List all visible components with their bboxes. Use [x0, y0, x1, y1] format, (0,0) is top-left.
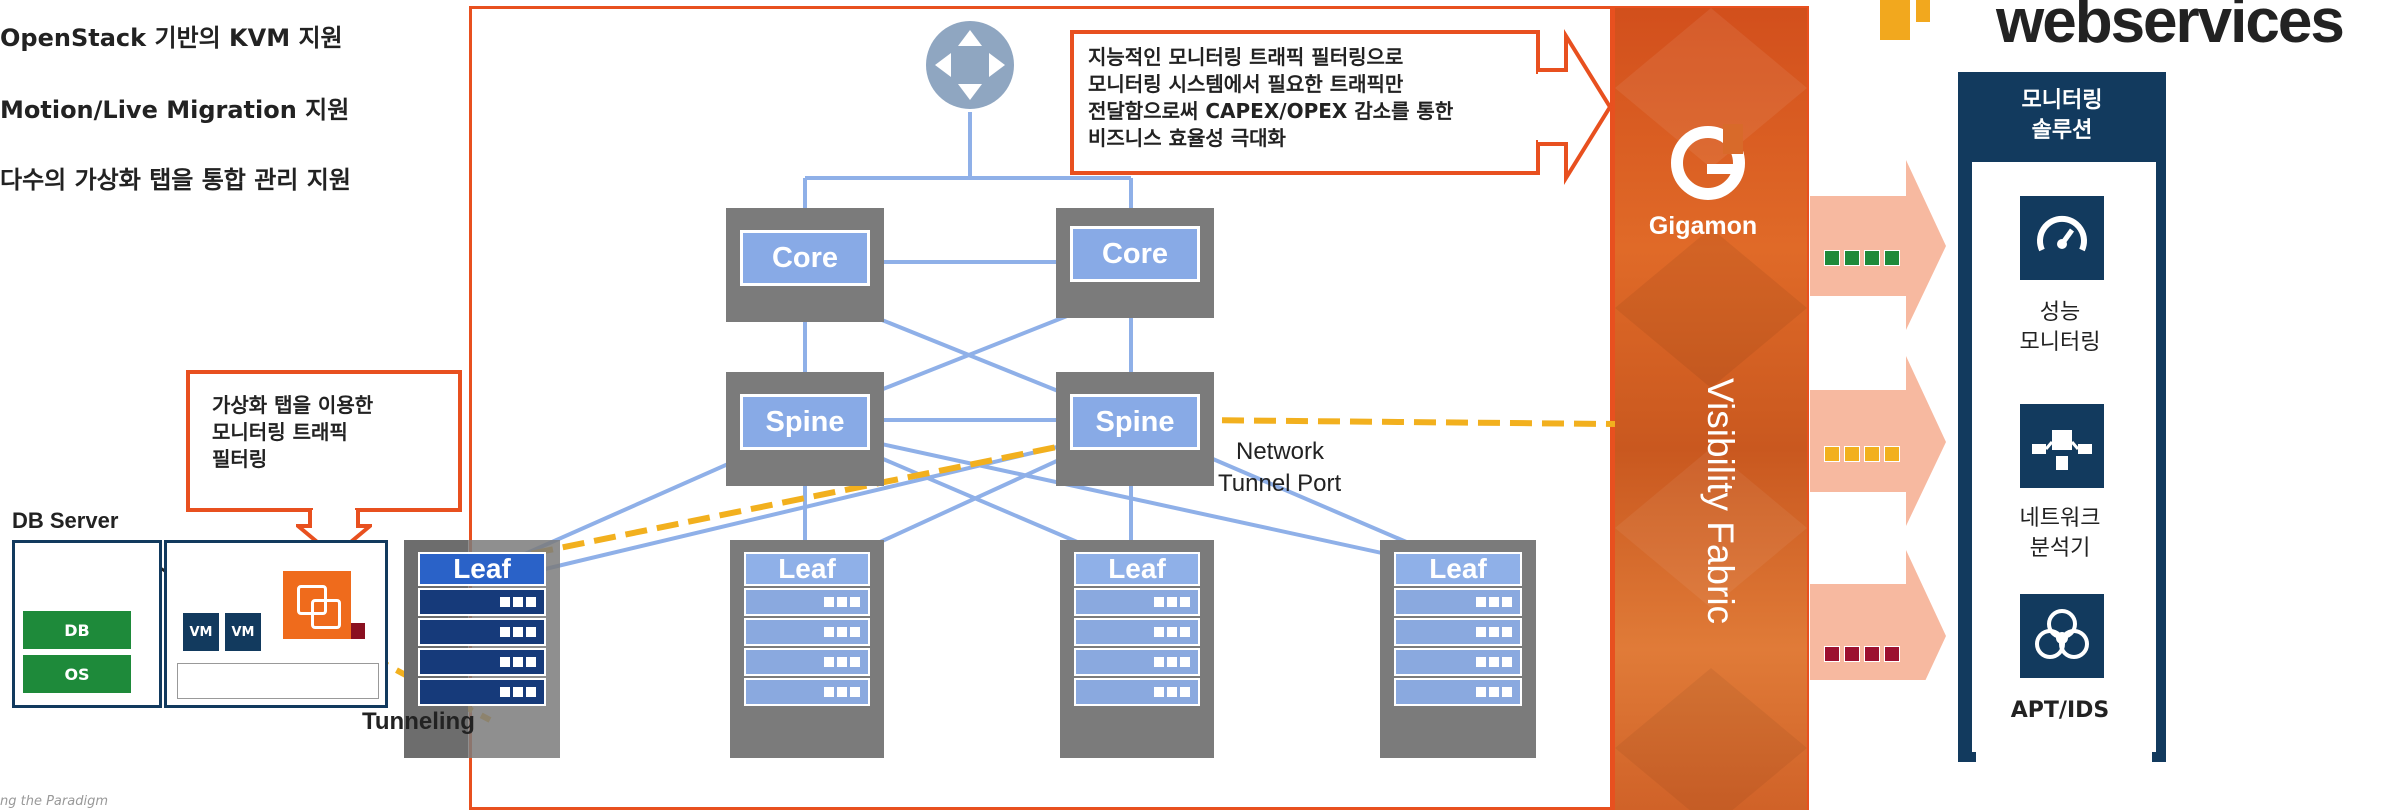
spine-label: Spine — [1070, 394, 1200, 450]
db-block: DB — [23, 611, 131, 649]
footer-tagline: ng the Paradigm — [0, 794, 108, 809]
callout-line: 모니터링 시스템에서 필요한 트래픽만 — [1088, 72, 1404, 96]
tool-label-line: APT/IDS — [2010, 698, 2110, 723]
tool-label-analyzer: 네트워크 분석기 — [1962, 504, 2158, 564]
solutions-header: 모니터링 솔루션 — [1958, 72, 2166, 162]
vm-block: VM — [225, 613, 261, 651]
tool-label-line: 성능 — [2039, 300, 2081, 325]
tunnel-port-label: Network Tunnel Port — [1218, 436, 1341, 500]
tool-label-line: 네트워크 — [2019, 506, 2101, 531]
virtual-tap-icon — [283, 571, 351, 639]
vm-block: VM — [183, 613, 219, 651]
core-label: Core — [1070, 226, 1200, 282]
hypervisor-box: VM VM — [164, 540, 388, 708]
tool-label-line: 분석기 — [2029, 536, 2091, 561]
aws-logo-icon — [1916, 0, 1930, 22]
leaf-label: Leaf — [418, 552, 546, 586]
biohazard-icon — [2020, 594, 2104, 678]
callout-line: 가상화 탭을 이용한 — [212, 393, 374, 417]
tool-label-performance: 성능 모니터링 — [1962, 298, 2158, 358]
leaf-label: Leaf — [1394, 552, 1522, 586]
hypervisor-console — [177, 663, 379, 699]
gigamon-logo-icon — [1671, 124, 1745, 200]
leaf-label: Leaf — [744, 552, 870, 586]
leaf-switch: Leaf — [730, 540, 884, 758]
leaf-switch: Leaf — [1380, 540, 1536, 758]
tool-label-line: 모니터링 — [2019, 330, 2101, 355]
network-analyzer-icon — [2020, 404, 2104, 488]
spine-switch: Spine — [1056, 372, 1214, 486]
gigamon-brand: Gigamon — [1648, 212, 1758, 240]
callout-line: 필터링 — [212, 447, 268, 471]
output-streams — [1810, 160, 1946, 680]
spine-switch: Spine — [726, 372, 884, 486]
leaf-switch: Leaf — [404, 540, 560, 758]
core-switch: Core — [726, 208, 884, 322]
aws-wordmark: webservices — [1996, 0, 2345, 56]
callout-line: 비즈니스 효율성 극대화 — [1088, 126, 1286, 150]
aws-logo-icon — [1880, 0, 1910, 40]
callout-line: 지능적인 모니터링 트래픽 필터링으로 — [1088, 45, 1404, 69]
tunnel-port-line: Tunnel Port — [1218, 470, 1342, 497]
tap-port — [351, 623, 365, 639]
spine-label: Spine — [740, 394, 870, 450]
tunneling-label: Tunneling — [362, 708, 475, 735]
visibility-fabric: Gigamon Visibility Fabric — [1615, 8, 1807, 810]
leaf-switch: Leaf — [1060, 540, 1214, 758]
callout-line: 전달함으로써 CAPEX/OPEX 감소를 통한 — [1088, 99, 1454, 123]
callout-line: 모니터링 트래픽 — [212, 420, 348, 444]
core-switch: Core — [1056, 208, 1214, 318]
db-server-box: DB OS — [12, 540, 162, 708]
tunnel-port-line: Network — [1236, 438, 1325, 465]
speedometer-icon — [2020, 196, 2104, 280]
network-frame — [469, 6, 1613, 810]
leaf-label: Leaf — [1074, 552, 1200, 586]
monitoring-solutions-panel: 모니터링 솔루션 성능 모니터링 네트워크 분석기 — [1958, 72, 2166, 762]
callout-arrow — [1536, 28, 1613, 186]
tap-callout: 가상화 탭을 이용한 모니터링 트래픽 필터링 — [186, 370, 462, 512]
fabric-title: Visibility Fabric — [1700, 378, 1741, 625]
core-label: Core — [740, 230, 870, 286]
solutions-header-line: 모니터링 — [2021, 88, 2103, 113]
os-block: OS — [23, 655, 131, 693]
solutions-header-line: 솔루션 — [2031, 118, 2093, 143]
feature-item: 다수의 가상화 탭을 통합 관리 지원 — [0, 166, 351, 194]
tool-label-apt-ids: APT/IDS — [1962, 696, 2158, 726]
feature-item: OpenStack 기반의 KVM 지원 — [0, 24, 343, 52]
efficiency-callout: 지능적인 모니터링 트래픽 필터링으로 모니터링 시스템에서 필요한 트래픽만 … — [1070, 30, 1540, 175]
router-icon — [926, 21, 1014, 109]
db-server-title: DB Server — [12, 508, 119, 533]
feature-item: Motion/Live Migration 지원 — [0, 96, 350, 124]
